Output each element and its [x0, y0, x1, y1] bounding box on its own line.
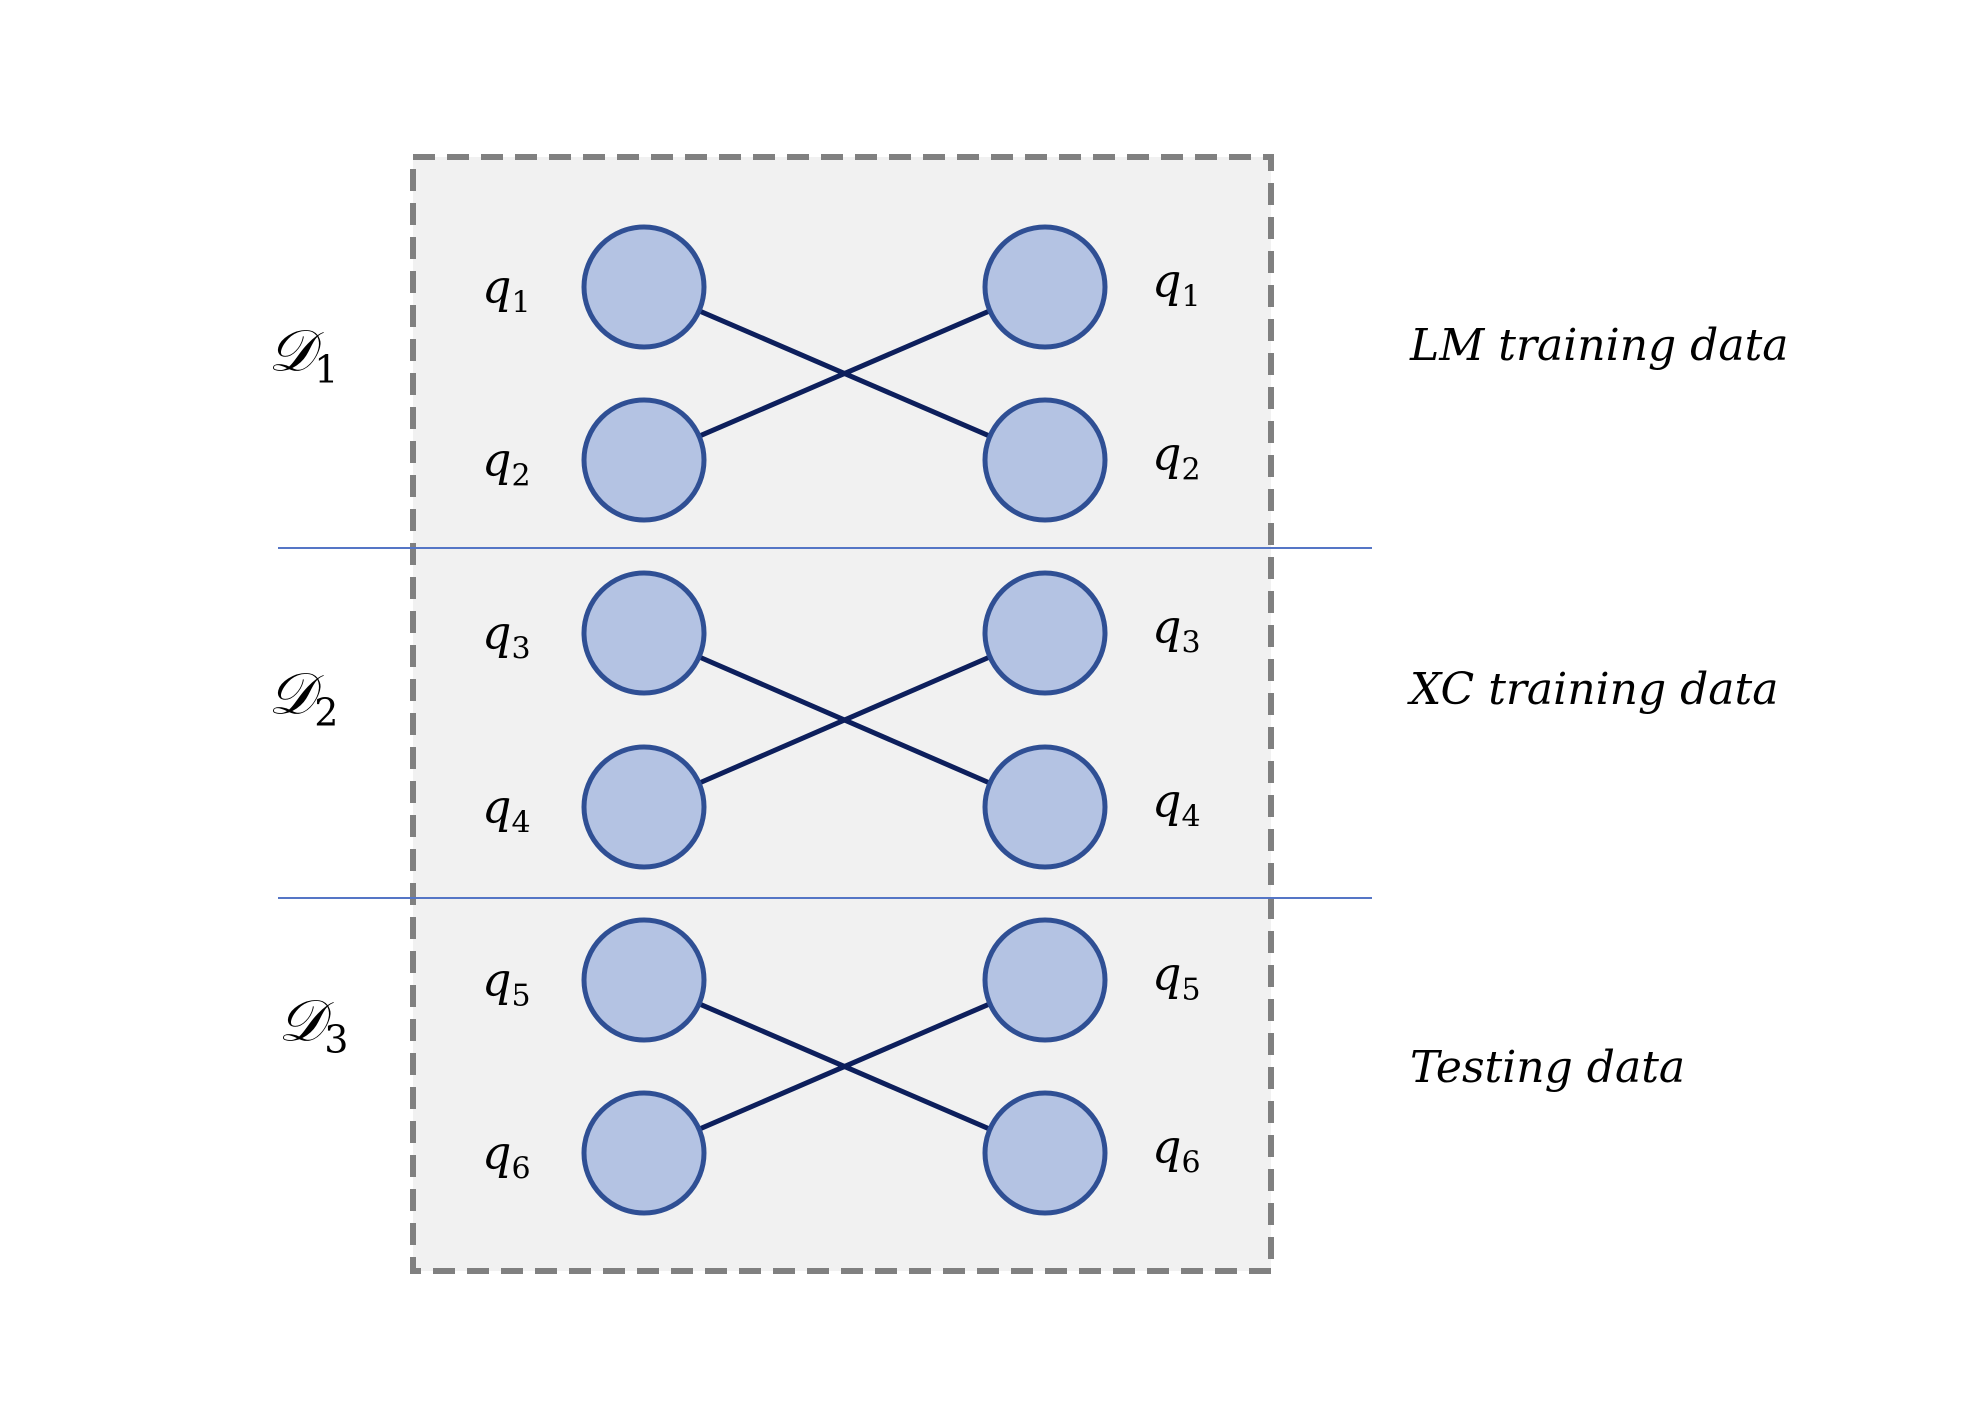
left-label-q5: q5 [482, 952, 531, 1014]
left-node-q3 [581, 570, 707, 696]
left-node-q2 [581, 397, 707, 523]
right-node-q4 [982, 744, 1108, 870]
right-label-q2: q2 [1152, 426, 1201, 488]
left-label-q3: q3 [482, 605, 531, 667]
edge-2-to-1 [698, 308, 991, 439]
left-node-q1 [581, 224, 707, 350]
right-label-q4: q4 [1152, 773, 1201, 835]
caption-xc-training-data: XC training data [1410, 664, 1779, 715]
left-node-q5 [581, 917, 707, 1043]
right-label-q6: q6 [1152, 1119, 1201, 1181]
right-label-q3: q3 [1152, 599, 1201, 661]
right-node-q3 [982, 570, 1108, 696]
left-label-q1: q1 [482, 259, 531, 321]
left-label-q6: q6 [482, 1125, 531, 1187]
set-label-d3: 𝒟3 [278, 986, 349, 1062]
set-label-d2: 𝒟2 [268, 659, 339, 735]
right-label-q1: q1 [1152, 253, 1201, 315]
caption-testing-data: Testing data [1410, 1042, 1686, 1093]
edge-6-to-5 [698, 1001, 991, 1132]
right-node-q6 [982, 1090, 1108, 1216]
right-label-q5: q5 [1152, 946, 1201, 1008]
right-node-q2 [982, 397, 1108, 523]
left-node-q6 [581, 1090, 707, 1216]
dashed-frame [410, 154, 1274, 1274]
left-label-q2: q2 [482, 432, 531, 494]
caption-lm-training-data: LM training data [1410, 320, 1789, 371]
right-node-q1 [982, 224, 1108, 350]
edge-4-to-3 [698, 654, 991, 786]
left-label-q4: q4 [482, 779, 531, 841]
set-label-d1: 𝒟1 [268, 316, 339, 392]
left-node-q4 [581, 744, 707, 870]
right-node-q5 [982, 917, 1108, 1043]
